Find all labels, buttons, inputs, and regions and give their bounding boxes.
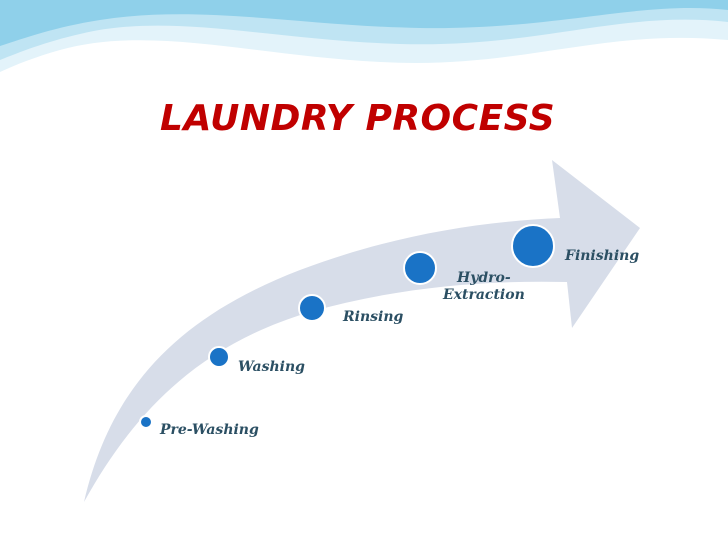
node-finishing [511,224,555,268]
step-nodes [139,224,555,429]
step-label-rinsing: Rinsing [343,309,404,325]
wave-band-dark [0,0,728,46]
step-label-pre-washing: Pre-Washing [160,422,259,438]
step-label-hydro-extraction: Hydro- Extraction [443,270,525,303]
node-pre-washing [139,415,153,429]
node-washing [208,346,230,368]
step-label-washing: Washing [238,359,305,375]
slide-title: LAUNDRY PROCESS [160,98,556,139]
step-label-finishing: Finishing [565,248,640,264]
node-hydro-extraction [403,251,437,285]
node-rinsing [298,294,326,322]
process-arrow [84,160,640,502]
